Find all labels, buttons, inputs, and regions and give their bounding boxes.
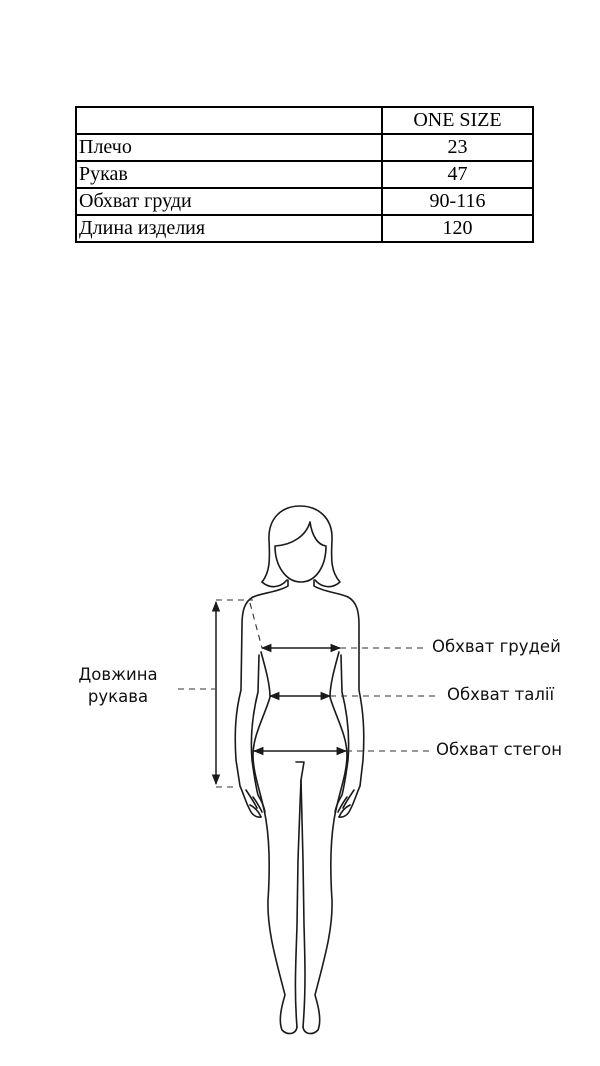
- woman-silhouette-icon: [178, 505, 436, 1035]
- size-table: ONE SIZE Плечо 23 Рукав 47 Обхват груди …: [75, 106, 534, 243]
- row-value: 90-116: [381, 187, 534, 216]
- table-row: Рукав 47: [75, 160, 534, 189]
- table-row: Длина изделия 120: [75, 214, 534, 243]
- table-row: Плечо 23: [75, 133, 534, 162]
- row-value: 23: [381, 133, 534, 162]
- sleeve-length-label-line2: рукава: [87, 687, 149, 706]
- row-label: Длина изделия: [75, 214, 383, 243]
- row-label: Обхват груди: [75, 187, 383, 216]
- sleeve-length-label-line1: Довжина: [78, 665, 158, 684]
- row-value: 120: [381, 214, 534, 243]
- header-size-cell: ONE SIZE: [381, 106, 534, 135]
- row-label: Рукав: [75, 160, 383, 189]
- header-empty-cell: [75, 106, 383, 135]
- waist-label: Обхват талії: [447, 685, 555, 704]
- row-value: 47: [381, 160, 534, 189]
- row-label: Плечо: [75, 133, 383, 162]
- table-row: Обхват груди 90-116: [75, 187, 534, 216]
- hips-label: Обхват стегон: [436, 740, 563, 759]
- table-header-row: ONE SIZE: [75, 106, 534, 135]
- measurement-figure: Довжина рукава Обхват грудей Обхват талі…: [0, 490, 600, 1061]
- chest-label: Обхват грудей: [432, 637, 561, 656]
- sleeve-length-label: Довжина рукава: [62, 664, 174, 708]
